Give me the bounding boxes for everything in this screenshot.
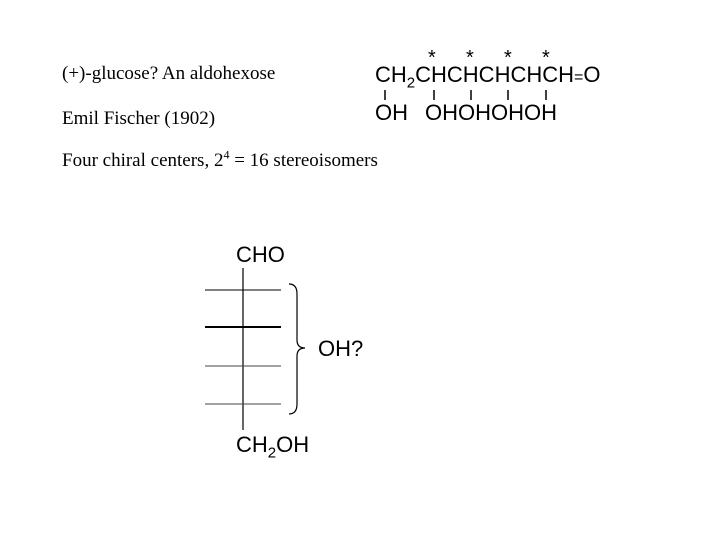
chiral-star-2: *	[466, 47, 474, 69]
ch2-group: CH	[375, 62, 407, 87]
chiral-star-3: *	[504, 47, 512, 69]
fischer-ch2: CH	[236, 432, 268, 457]
chiral-star-1: *	[428, 47, 436, 69]
fischer-ch2-sub: 2	[267, 444, 277, 462]
carbonyl-oxygen: O	[583, 62, 601, 87]
brace-label: OH?	[318, 336, 364, 361]
carbon-chain: CHCHCHCHCH	[415, 62, 575, 87]
author-line: Emil Fischer (1902)	[62, 108, 216, 129]
stereo-text-pre: Four chiral centers, 2	[62, 150, 224, 171]
fischer-ch2oh: CH2OH	[236, 432, 310, 461]
stereoisomer-line: Four chiral centers, 24 = 16 stereoisome…	[62, 147, 378, 172]
chiral-star-4: *	[542, 47, 550, 69]
fischer-oh-end: OH	[276, 432, 310, 457]
fischer-projection	[205, 268, 281, 430]
curly-brace	[288, 283, 306, 415]
vertical-bond-ticks	[384, 90, 547, 100]
stereo-exponent: 4	[223, 147, 230, 162]
hydroxyl-c2-c5: OHOHOHOH	[425, 100, 557, 125]
condensed-formula-top: CH2CHCHCHCHCH=O	[375, 62, 601, 92]
fischer-cho: CHO	[236, 242, 285, 267]
title-line: (+)-glucose? An aldohexose	[62, 63, 276, 84]
ch2-subscript: 2	[406, 74, 416, 92]
stereo-text-post: = 16 stereoisomers	[229, 150, 378, 171]
double-bond-sign: =	[574, 69, 584, 86]
hydroxyl-c6: OH	[375, 100, 408, 125]
